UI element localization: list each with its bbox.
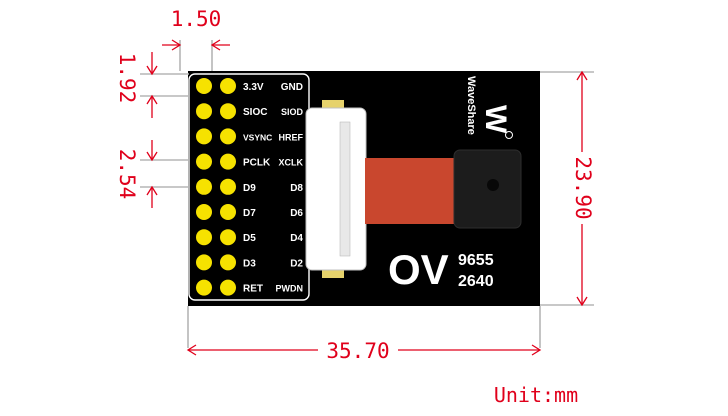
brand-logo: WaveShare W [465,76,513,139]
dim-pin-pitch: 2.54 [115,140,158,208]
fpc-connector [305,107,367,271]
header-pin [220,229,236,246]
pin-label: D8 [290,183,303,194]
header-pin [220,103,236,120]
dim-pin-height-label: 1.92 [115,53,139,104]
pin-label: VSYNC [243,132,272,142]
chip-model-a: 9655 [458,252,494,269]
header-pin [196,128,212,145]
chip-model-b: 2640 [458,273,494,290]
header-pin [196,204,212,220]
pin-label: SIOC [243,107,267,118]
brand-mark-icon: W [479,105,512,134]
header-pins [196,78,236,296]
pin-label: SIOD [281,107,304,117]
header-pin [220,279,236,296]
dim-board-width-label: 35.70 [326,339,389,363]
pin-label: D2 [290,258,303,269]
header-pin [196,279,212,296]
header-pin [220,128,236,145]
pin-label: GND [281,82,303,93]
pin-label: D5 [243,233,256,244]
header-pin [196,229,212,246]
pin-label: D7 [243,208,256,219]
unit-label: Unit:mm [494,383,578,407]
pin-label: D9 [243,183,256,194]
dim-pin-height: 1.92 [115,52,158,118]
header-pin [220,254,236,271]
dim-board-width: 35.70 [186,339,542,363]
header-pin [220,204,236,220]
pin-label: D6 [290,208,303,219]
dim-pin-pitch-label: 2.54 [115,149,139,200]
fpc-connector-contacts [339,121,351,257]
header-pin [220,153,236,170]
brand-name: WaveShare [465,76,477,135]
dim-board-height-label: 23.90 [571,156,595,219]
pin-label: D3 [243,258,256,269]
flex-cable [365,158,455,224]
header-pin [196,78,212,94]
lens-icon [487,179,499,191]
pin-label: XCLK [279,158,304,168]
header-pin [196,178,212,195]
header-pin [196,153,212,170]
extension-lines [140,40,594,348]
pin-label: HREF [279,132,304,142]
header-pin [196,103,212,120]
pin-label: RET [243,284,263,295]
dim-pin-width: 1.50 [162,7,230,51]
pin-label: D4 [290,233,303,244]
pin-label: 3.3V [243,82,264,93]
camera-sensor [453,149,522,229]
dim-board-height: 23.90 [571,70,595,307]
header-pin [220,178,236,195]
pin-label: PCLK [243,158,271,169]
header-pin [220,78,236,94]
dim-pin-width-label: 1.50 [171,7,222,31]
header-pin [196,254,212,271]
registered-icon [505,131,513,139]
pin-label: PWDN [276,284,304,294]
chip-prefix: OV [388,246,449,293]
